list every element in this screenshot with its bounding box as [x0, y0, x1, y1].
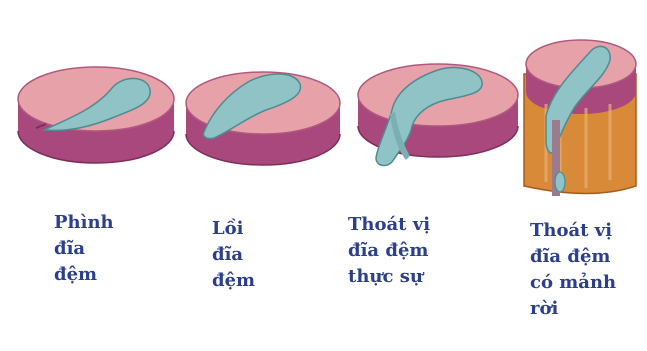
caption-protrusion: Lồi đĩa đệm [212, 216, 255, 294]
caption-line: đĩa đệm [530, 244, 616, 270]
caption-line: đệm [54, 262, 114, 288]
bulging-disc-illustration [18, 67, 174, 163]
caption-line: Thoát vị [530, 218, 616, 244]
caption-line: đệm [212, 268, 255, 294]
caption-line: Thoát vị [348, 212, 430, 238]
caption-sequestration: Thoát vị đĩa đệm có mảnh rời [530, 218, 616, 322]
caption-line: Lồi [212, 216, 255, 242]
caption-line: đĩa [212, 242, 255, 268]
caption-bulging: Phình đĩa đệm [54, 210, 114, 288]
caption-extrusion: Thoát vị đĩa đệm thực sự [348, 212, 430, 290]
protrusion-disc-illustration [186, 72, 340, 165]
caption-line: có mảnh [530, 270, 616, 296]
caption-line: Phình [54, 210, 114, 236]
sequestration-disc-illustration [524, 40, 636, 196]
free-fragment [555, 172, 565, 192]
caption-line: thực sự [348, 264, 430, 290]
caption-line: đĩa [54, 236, 114, 262]
caption-line: đĩa đệm [348, 238, 430, 264]
caption-line: rời [530, 296, 616, 322]
extrusion-disc-illustration [358, 64, 518, 165]
